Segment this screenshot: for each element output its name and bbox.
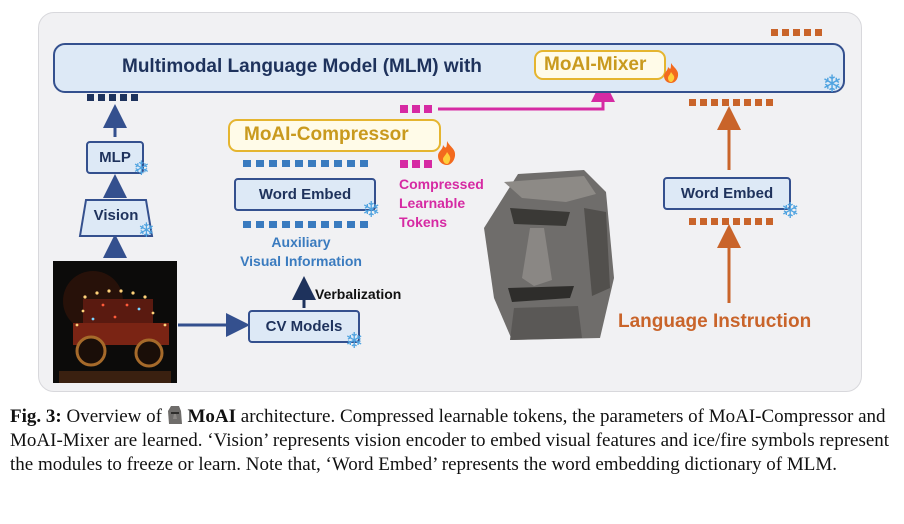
compressor-box	[228, 119, 441, 152]
caption-name: MoAI	[187, 406, 237, 427]
token-strip-compressor-input	[243, 160, 368, 167]
word-embed-right-box: Word Embed	[663, 177, 791, 210]
moai-icon	[484, 170, 614, 340]
mlm-box	[53, 43, 845, 93]
compressor-label: MoAI-Compressor	[244, 124, 409, 145]
verbalization-label: Verbalization	[315, 286, 402, 302]
caption-text-after: architecture. Compressed learnable token…	[10, 406, 890, 475]
cv-models-box: CV Models	[248, 310, 360, 343]
token-strip-pink-learnable	[400, 160, 432, 168]
caption-fig-label: Fig. 3:	[10, 406, 62, 427]
compressed-line-1: Compressed	[399, 176, 484, 192]
compressed-line-3: Tokens	[399, 214, 447, 230]
caption-text-before: Overview of	[61, 406, 167, 427]
language-instruction-label: Language Instruction	[618, 311, 812, 332]
vision-label: Vision	[93, 207, 139, 224]
token-strip-vision	[87, 94, 138, 101]
aux-line-2: Visual Information	[240, 253, 362, 269]
vision-box	[78, 199, 154, 237]
car-photo	[53, 261, 177, 383]
mixer-label: MoAI-Mixer	[544, 54, 647, 75]
moai-icon	[167, 406, 182, 424]
token-strip-lang-top	[689, 99, 773, 106]
token-strip-pink-top	[400, 105, 432, 113]
compressed-line-2: Learnable	[399, 195, 466, 211]
aux-line-1: Auxiliary	[271, 234, 331, 250]
word-embed-left-box: Word Embed	[234, 178, 376, 211]
token-strip-lang-bottom	[689, 218, 773, 225]
compressed-tokens-label: Compressed Learnable Tokens	[399, 175, 484, 232]
snowflake-icon: ❄	[362, 197, 381, 222]
snowflake-icon: ❄	[345, 328, 364, 353]
fire-icon	[438, 141, 456, 165]
mlm-title: Multimodal Language Model (MLM) with	[122, 56, 482, 77]
figure-caption: Fig. 3: Overview of MoAI architecture. C…	[10, 405, 894, 477]
snowflake-icon: ❄	[138, 220, 155, 242]
mixer-box	[534, 50, 666, 80]
mlp-box: MLP	[86, 141, 144, 174]
snowflake-icon: ❄	[781, 198, 800, 223]
aux-visual-info-label: Auxiliary Visual Information	[222, 233, 380, 271]
snowflake-icon: ❄	[822, 71, 843, 98]
snowflake-icon: ❄	[133, 158, 150, 180]
token-strip-aux	[243, 221, 368, 228]
fire-icon	[664, 63, 679, 83]
token-strip-mixer-output	[771, 29, 822, 36]
